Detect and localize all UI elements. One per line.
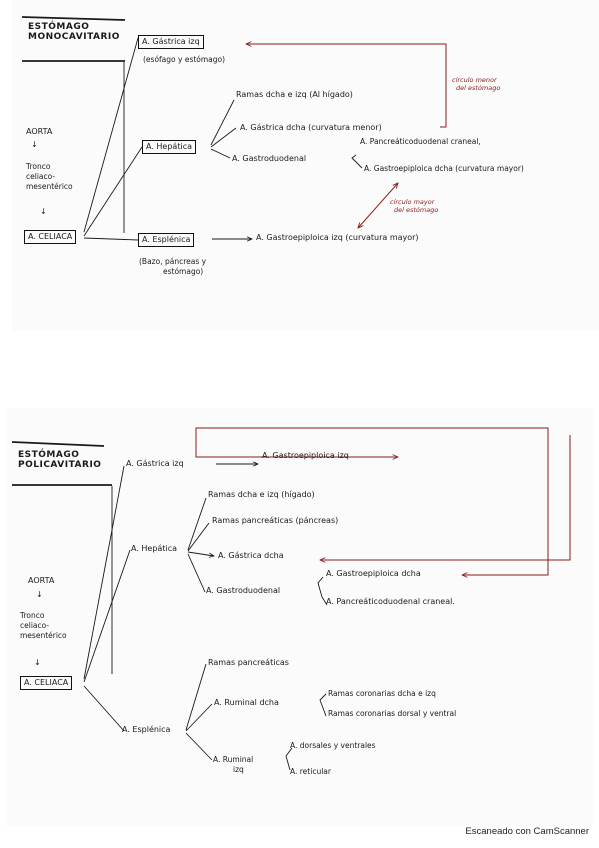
top-arrow-down-icon: ↓ — [31, 140, 38, 149]
bottom-hepatica: A. Hepática — [131, 544, 177, 553]
top-red-annotations — [246, 44, 447, 228]
bottom-tronco-line2: celiaco- — [20, 620, 50, 630]
bottom-tronco-label: Tronco celiaco- mesentérico — [20, 611, 67, 640]
bottom-tronco-line3: mesentérico — [20, 630, 67, 640]
top-tronco-line1: Tronco — [26, 162, 51, 171]
bottom-tronco-line1: Tronco — [20, 611, 45, 620]
top-circulo-mayor-line1: círculo mayor — [390, 198, 435, 206]
bottom-dorsales: A. dorsales y ventrales — [290, 741, 376, 750]
top-hepatica-box: A. Hepática — [142, 140, 196, 154]
top-title: ESTÓMAGO MONOCAVITARIO — [28, 22, 120, 43]
top-arrow-down-icon-2: ↓ — [40, 207, 47, 216]
camscanner-footer: Escaneado con CamScanner — [465, 826, 589, 837]
paper-sheet-top — [12, 0, 599, 330]
bottom-coronarias-2: Ramas coronarias dorsal y ventral — [328, 709, 457, 718]
bottom-ramas-higado: Ramas dcha e izq (hígado) — [208, 490, 315, 499]
bottom-gastroduodenal: A. Gastroduodenal — [206, 586, 281, 595]
top-circulo-menor-note: círculo menor del estómago — [452, 76, 500, 92]
top-celiaca-box: A. CELIACA — [24, 230, 77, 244]
bottom-pancreatico: A. Pancreáticoduodenal craneal. — [326, 597, 455, 606]
bottom-red-annotations — [195, 427, 571, 575]
top-circulo-menor-line1: círculo menor — [452, 76, 497, 84]
bottom-reticular: A. reticular — [290, 767, 331, 776]
bottom-ruminal-izq-line2: izq — [233, 764, 244, 774]
bottom-ruminal-dcha: A. Ruminal dcha — [214, 698, 279, 707]
bottom-title-line1: ESTÓMAGO — [18, 450, 80, 460]
bottom-diagram-lines — [11, 441, 328, 771]
top-circulo-mayor-note: círculo mayor del estómago — [390, 198, 438, 214]
top-ramas-higado: Ramas dcha e izq (Al hígado) — [236, 90, 353, 99]
bottom-aorta-label: AORTA — [28, 576, 55, 585]
top-circulo-menor-line2: del estómago — [456, 84, 501, 93]
bottom-ruminal-izq-line1: A. Ruminal — [213, 755, 254, 764]
top-gastroepiploica-izq: A. Gastroepiploica izq (curvatura mayor) — [256, 233, 419, 242]
top-pancreatico: A. Pancreáticoduodenal craneal, — [360, 137, 481, 146]
top-tronco-line3: mesentérico — [26, 181, 73, 191]
top-tronco-line2: celiaco- — [26, 171, 56, 181]
bottom-title-line2: POLICAVITARIO — [18, 460, 102, 471]
top-diagram-lines — [21, 16, 363, 240]
top-esplenica-note: (Bazo, páncreas y estómago) — [139, 257, 206, 277]
top-gastrica-izq-note: (esófago y estómago) — [143, 55, 226, 64]
top-tronco-label: Tronco celiaco- mesentérico — [26, 162, 73, 191]
bottom-gastrica-izq: A. Gástrica izq — [126, 459, 184, 468]
top-title-line2: MONOCAVITARIO — [28, 32, 120, 43]
bottom-arrow-down-icon-2: ↓ — [34, 658, 41, 667]
bottom-arrow-down-icon: ↓ — [36, 590, 43, 599]
bottom-title: ESTÓMAGO POLICAVITARIO — [18, 450, 101, 471]
bottom-gastroepiploica-dcha: A. Gastroepiploica dcha — [326, 569, 421, 578]
bottom-ramas-pancreas: Ramas pancreáticas (páncreas) — [212, 516, 339, 525]
paper-sheet-bottom — [6, 408, 593, 826]
bottom-coronarias-1: Ramas coronarias dcha e izq — [328, 689, 436, 698]
bottom-gastroepiploica-izq: A. Gastroepiploica izq — [262, 451, 349, 460]
top-esplenica-box: A. Esplénica — [138, 233, 195, 247]
top-circulo-mayor-line2: del estómago — [394, 206, 439, 215]
top-gastrica-izq-box: A. Gástrica izq — [138, 35, 204, 49]
top-gastroepiploica-dcha: A. Gastroepiploica dcha (curvatura mayor… — [364, 164, 524, 173]
bottom-celiaca-box: A. CELIACA — [20, 676, 73, 690]
bottom-ramas-pancreaticas: Ramas pancreáticas — [208, 658, 289, 667]
top-esplenica-note-line2: estómago) — [163, 266, 204, 276]
top-aorta-label: AORTA — [26, 127, 53, 136]
bottom-esplenica: A. Esplénica — [122, 725, 171, 734]
top-gastrica-dcha: A. Gástrica dcha (curvatura menor) — [240, 123, 382, 132]
bottom-ruminal-izq: A. Ruminal izq — [213, 755, 253, 775]
top-gastroduodenal: A. Gastroduodenal — [232, 154, 307, 163]
bottom-gastrica-dcha: A. Gástrica dcha — [218, 551, 284, 560]
top-title-line1: ESTÓMAGO — [28, 22, 90, 32]
top-esplenica-note-line1: (Bazo, páncreas y — [139, 257, 207, 266]
